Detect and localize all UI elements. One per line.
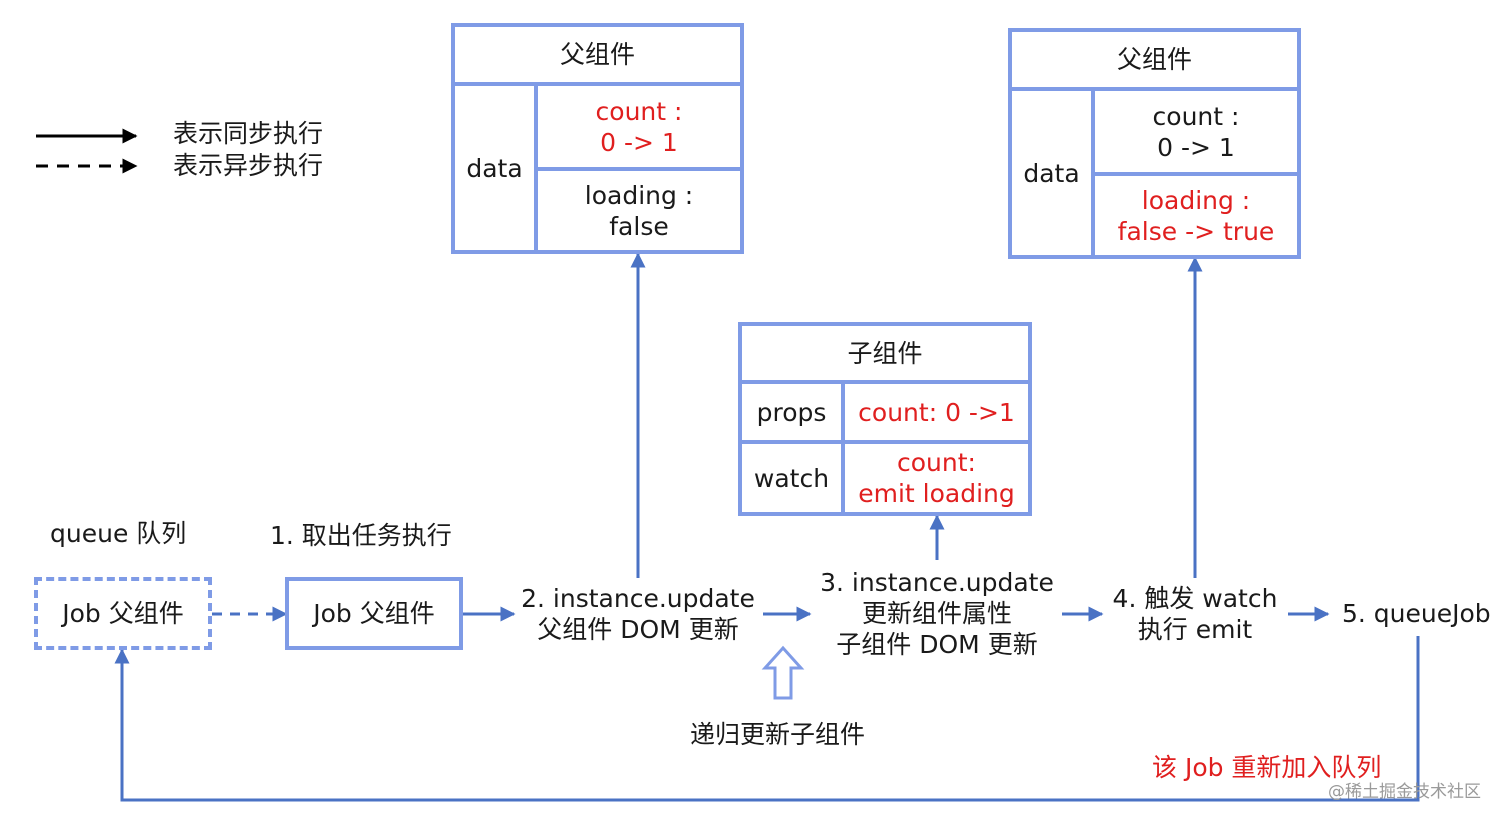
child-box-watch-line2: emit loading	[858, 479, 1015, 508]
recursion-label: 递归更新子组件	[690, 720, 866, 749]
parent-box-2-row-label: data	[1012, 91, 1091, 255]
child-box-title: 子组件	[742, 326, 1028, 380]
current-job-label: Job 父组件	[313, 599, 435, 628]
parent-box-1-count-line1: count :	[595, 96, 683, 126]
parent-box-1-title: 父组件	[455, 27, 740, 82]
parent-box-1-row-label: data	[455, 86, 534, 250]
step3-line2: 更新组件属性	[861, 599, 1012, 628]
parent-box-2-count-line2: 0 -> 1	[1157, 132, 1235, 162]
parent-box-2-count: count : 0 -> 1	[1095, 91, 1297, 172]
parent-box-2-title-text: 父组件	[1116, 45, 1192, 74]
legend-sync-label: 表示同步执行	[173, 119, 324, 148]
parent-box-1-count-line2: 0 -> 1	[600, 127, 678, 157]
step5-text: 5. queueJob	[1342, 599, 1491, 628]
child-box-props-text: props	[756, 397, 827, 427]
child-box-title-text: 子组件	[847, 338, 923, 368]
queued-job-box: Job 父组件	[34, 577, 212, 650]
step2-line1: 2. instance.update	[521, 584, 755, 613]
parent-box-1-title-text: 父组件	[559, 40, 635, 69]
parent-box-2-loading-line1: loading :	[1141, 185, 1251, 215]
step3-line1: 3. instance.update	[820, 568, 1054, 597]
step4-line2: 执行 emit	[1137, 615, 1253, 644]
child-box-watch-line1: count:	[897, 448, 976, 477]
child-box-props-label: props	[742, 384, 841, 440]
requeue-loop-arrow	[114, 636, 1420, 802]
parent-box-2: 父组件 data count : 0 -> 1 loading : false …	[1008, 28, 1301, 259]
child-box-watch-text: watch	[753, 463, 830, 493]
current-job-box: Job 父组件	[285, 577, 463, 650]
step4-line1: 4. 触发 watch	[1112, 584, 1278, 613]
watermark: @稀土掘金技术社区	[1328, 782, 1481, 802]
parent-box-1-loading-line2: false	[609, 211, 669, 241]
parent-box-2-count-line1: count :	[1152, 101, 1240, 131]
step3-line3: 子组件 DOM 更新	[836, 630, 1038, 659]
child-box: 子组件 props count: 0 ->1 watch count: emit…	[738, 322, 1032, 516]
legend-async-label: 表示异步执行	[173, 151, 324, 180]
parent-box-2-loading: loading : false -> true	[1095, 176, 1297, 255]
parent-box-2-data-text: data	[1023, 158, 1080, 188]
step2-text: 2. instance.update 父组件 DOM 更新	[513, 583, 763, 645]
parent-box-1-loading: loading : false	[538, 171, 740, 250]
step1-label: 1. 取出任务执行	[270, 521, 452, 550]
child-box-watch-label: watch	[742, 444, 841, 512]
step4-text: 4. 触发 watch 执行 emit	[1100, 583, 1290, 645]
parent-box-2-title: 父组件	[1012, 32, 1297, 87]
queue-label: queue 队列	[50, 519, 187, 548]
parent-box-2-loading-line2: false -> true	[1117, 216, 1275, 246]
recursion-hollow-arrow	[761, 645, 805, 700]
parent-box-1-count: count : 0 -> 1	[538, 86, 740, 167]
step3-text: 3. instance.update 更新组件属性 子组件 DOM 更新	[812, 567, 1062, 660]
parent-box-1: 父组件 data count : 0 -> 1 loading : false	[451, 23, 744, 254]
requeue-label: 该 Job 重新加入队列	[1152, 753, 1382, 782]
child-box-watch-value: count: emit loading	[845, 444, 1028, 512]
child-box-props-value-text: count: 0 ->1	[858, 397, 1015, 427]
step2-line2: 父组件 DOM 更新	[537, 615, 739, 644]
parent-box-1-loading-line1: loading :	[584, 180, 694, 210]
queued-job-label: Job 父组件	[62, 599, 184, 628]
parent-box-1-data-text: data	[466, 153, 523, 183]
child-box-props-value: count: 0 ->1	[845, 384, 1028, 440]
